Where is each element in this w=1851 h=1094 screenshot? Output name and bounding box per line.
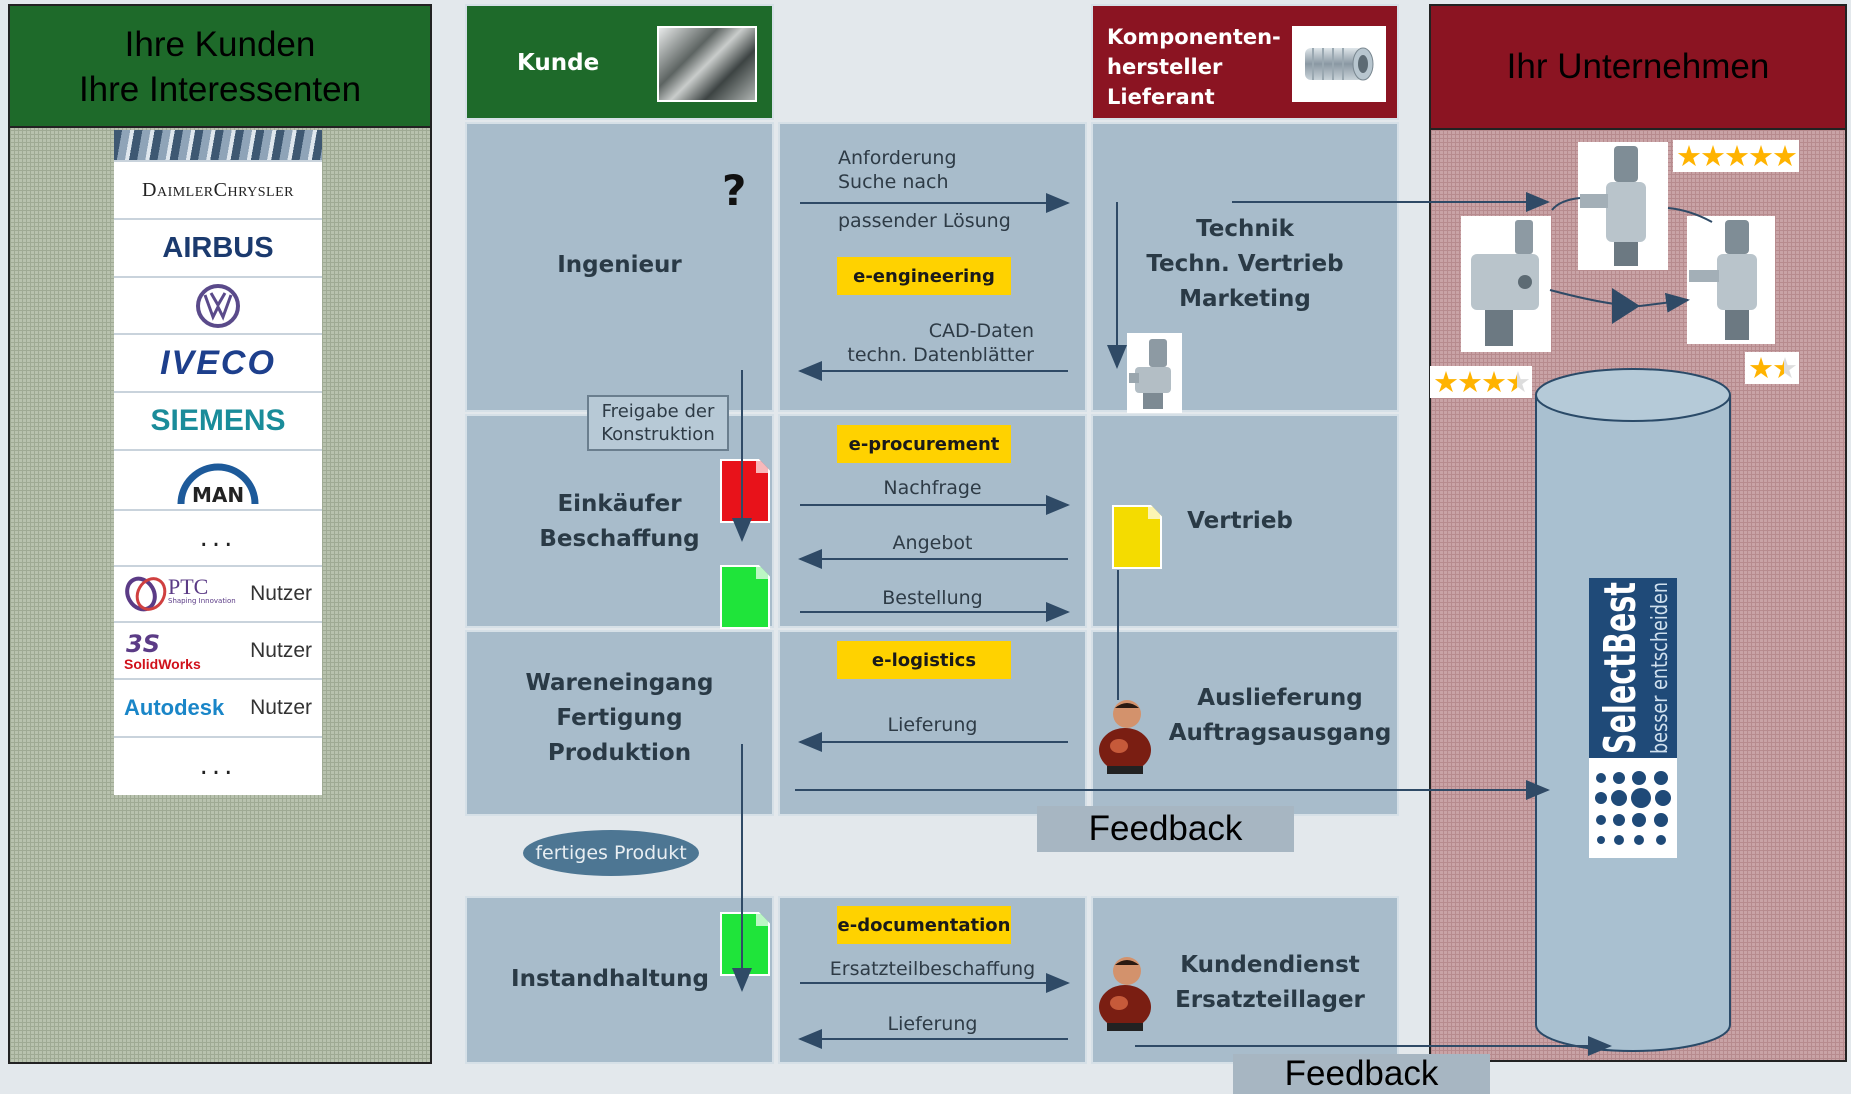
logo-man: MAN — [114, 451, 322, 511]
supplier-title-line3: Lieferant — [1107, 85, 1215, 109]
selectbest-dots-icon — [1595, 771, 1671, 845]
logo-autodesk: Autodesk Nutzer — [114, 680, 322, 738]
flow-label-lieferung: Lieferung — [887, 714, 978, 736]
service-figure-2-icon — [1097, 955, 1153, 1031]
fertiges-produkt-badge: fertiges Produkt — [523, 830, 699, 876]
logo-more-2: ... — [199, 751, 237, 781]
fitting-icon — [1305, 47, 1374, 81]
logo-banner-image — [114, 130, 322, 162]
flow-label-nachfrage: Nachfrage — [883, 477, 982, 499]
logo-daimlerchrysler: DaimlerChrysler — [114, 162, 322, 220]
customers-panel: Ihre Kunden Ihre Interessenten DaimlerCh… — [8, 4, 432, 1064]
solidworks-ds-icon: 3S — [126, 630, 160, 656]
logo-solidworks: 3S SolidWorks Nutzer — [114, 623, 322, 680]
supplier-title-line1: Komponenten- — [1107, 25, 1281, 49]
flow-label-bestellung: Bestellung — [882, 587, 983, 609]
role-auslieferung: Auslieferung Auftragsausgang — [1168, 685, 1392, 746]
rating-stars-5-icon: ★★★★★ — [1673, 140, 1799, 172]
flow-label-cad: CAD-Daten techn. Datenblätter — [847, 320, 1034, 366]
customers-header: Ihre Kunden Ihre Interessenten — [10, 6, 430, 128]
cell-ingenieur — [465, 122, 774, 412]
document-green-icon — [720, 565, 770, 629]
role-kundendienst: Kundendienst Ersatzteillager — [1175, 952, 1365, 1013]
badge-e-engineering: e-engineering — [837, 257, 1011, 295]
selectbest-tagline: besser entscheiden — [1648, 582, 1673, 754]
rating-stars-3-5-icon: ★★★★ — [1430, 366, 1532, 398]
rating-stars-2-5-icon: ★★ — [1745, 352, 1799, 384]
logo-vw — [114, 278, 322, 335]
selectbest-logo: SelectBest besser entscheiden — [1589, 578, 1677, 858]
role-technik: Technik Techn. Vertrieb Marketing — [1146, 216, 1344, 312]
flow-label-passend: passender Lösung — [838, 210, 1011, 232]
freigabe-box: Freigabe der Konstruktion — [587, 395, 729, 451]
valve-left-icon — [1471, 220, 1539, 346]
document-yellow-icon — [1112, 505, 1162, 569]
prospects-title: Ihre Interessenten — [78, 70, 362, 109]
role-instandhaltung: Instandhaltung — [511, 966, 709, 992]
role-wareneingang: Wareneingang Fertigung Produktion — [525, 670, 714, 766]
question-mark: ? — [722, 166, 747, 215]
flow-label-angebot: Angebot — [892, 532, 973, 554]
product-valve-left — [1461, 216, 1551, 352]
badge-e-logistics: e-logistics — [837, 641, 1011, 679]
man-logo-text: MAN — [192, 483, 244, 506]
logo-airbus: AIRBUS — [114, 220, 322, 278]
valve-icon — [1129, 339, 1171, 409]
role-ingenieur: Ingenieur — [557, 252, 682, 278]
cell-wareneingang — [465, 630, 774, 816]
logo-iveco: IVECO — [114, 335, 322, 393]
vw-icon — [196, 283, 240, 328]
product-valve-top — [1578, 142, 1668, 270]
flow-label-lieferung-2: Lieferung — [887, 1013, 978, 1035]
kunde-header: Kunde — [465, 4, 774, 120]
autodesk-nutzer-label: Nutzer — [250, 696, 312, 719]
logo-more-1: ... — [114, 511, 322, 567]
product-valve-right — [1687, 216, 1775, 344]
valve-right-icon — [1689, 220, 1757, 340]
svg-text:3S: 3S — [126, 630, 160, 656]
selectbest-name: SelectBest — [1595, 582, 1646, 754]
kunde-title: Kunde — [517, 50, 600, 76]
ptc-nutzer-label: Nutzer — [250, 582, 312, 605]
logo-ptc: PTC Shaping Innovation Nutzer — [114, 567, 322, 623]
document-green-2-icon — [720, 912, 770, 976]
company-header: Ihr Unternehmen — [1431, 6, 1845, 130]
engineer-photo — [657, 26, 757, 102]
component-photo — [1292, 26, 1386, 102]
role-vertrieb: Vertrieb — [1187, 508, 1293, 534]
badge-e-procurement: e-procurement — [837, 425, 1011, 463]
valve-photo-small — [1127, 333, 1182, 413]
customers-title: Ihre Kunden — [124, 25, 316, 64]
document-red-icon — [720, 459, 770, 523]
feedback-label-1: Feedback — [1037, 806, 1294, 852]
cell-kundendienst — [1091, 896, 1399, 1064]
flow-label-ersatzteil: Ersatzteilbeschaffung — [829, 958, 1036, 980]
supplier-title-line2: hersteller — [1107, 55, 1223, 79]
supplier-header: Komponenten- hersteller Lieferant — [1091, 4, 1399, 120]
role-einkaeufer: Einkäufer Beschaffung — [539, 491, 700, 552]
cell-auslieferung — [1091, 630, 1399, 816]
badge-e-documentation: e-documentation — [837, 906, 1011, 944]
man-logo-icon: MAN — [177, 463, 259, 506]
customer-logo-list: DaimlerChrysler AIRBUS IVECO SIEMENS MAN… — [114, 130, 322, 795]
ptc-icon — [125, 576, 167, 612]
flow-label-anforderung: Anforderung Suche nach — [838, 147, 957, 193]
logo-siemens: SIEMENS — [114, 393, 322, 451]
service-figure-1-icon — [1097, 698, 1153, 774]
solidworks-nutzer-label: Nutzer — [250, 638, 312, 662]
valve-top-icon — [1580, 146, 1646, 266]
feedback-label-2: Feedback — [1233, 1054, 1490, 1094]
